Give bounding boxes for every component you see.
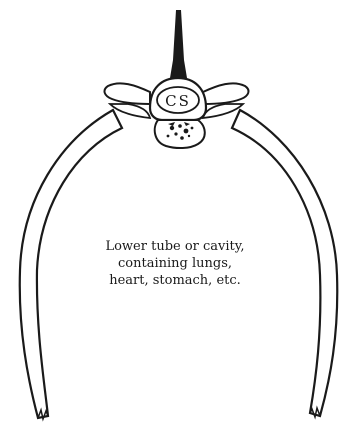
left-transverse-process: [105, 83, 150, 104]
right-transverse-process: [203, 83, 248, 104]
right-rib: [232, 110, 337, 416]
spinous-process: [170, 10, 187, 78]
cavity-caption-line-3: heart, stomach, etc.: [109, 273, 241, 288]
cavity-caption-line-1: Lower tube or cavity,: [105, 239, 244, 254]
vertebral-body: [155, 120, 205, 148]
cavity-caption-line-2: containing lungs,: [118, 256, 232, 271]
vertebra-label: CS: [165, 92, 191, 110]
left-rib: [20, 110, 122, 418]
